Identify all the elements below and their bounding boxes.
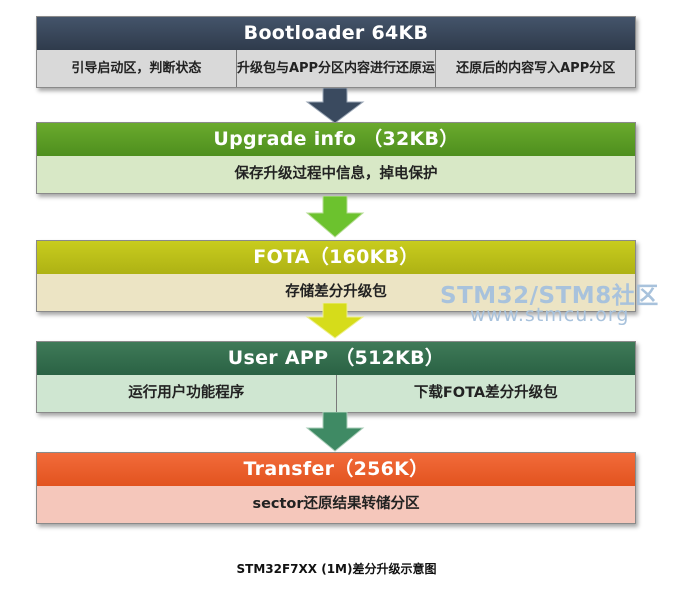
bootloader-title: Bootloader 64KB [37,17,635,50]
user-app-title: User APP （512KB） [37,342,635,375]
arrow-down-icon [305,88,365,124]
transfer-desc: sector还原结果转储分区 [37,486,635,523]
watermark-community: STM32/STM8社区 [440,283,659,309]
bootloader-block: Bootloader 64KB 引导启动区，判断状态 升级包与APP分区内容进行… [36,16,636,113]
upgrade-info-desc: 保存升级过程中信息，掉电保护 [37,156,635,193]
user-app-cells: 运行用户功能程序 下载FOTA差分升级包 [37,375,635,412]
bootloader-cell-restore: 升级包与APP分区内容进行还原运算 [235,50,436,113]
bootloader-cell-write: 还原后的内容写入APP分区 [435,50,635,87]
user-app-cell-run: 运行用户功能程序 [128,385,245,401]
arrow-down-icon [305,412,365,452]
figure-caption: STM32F7XX (1M)差分升级示意图 [236,562,437,576]
upgrade-info-block: Upgrade info （32KB） 保存升级过程中信息，掉电保护 [36,122,636,194]
user-app-cell-download: 下载FOTA差分升级包 [335,375,636,412]
watermark-url: www.stmcu.org [470,304,630,326]
arrow-down-icon [305,196,365,238]
bootloader-cell-boot: 引导启动区，判断状态 [71,61,202,76]
transfer-block: Transfer（256K） sector还原结果转储分区 [36,452,636,524]
fota-block: FOTA（160KB） 存储差分升级包 [36,240,636,312]
fota-title: FOTA（160KB） [37,241,635,274]
user-app-block: User APP （512KB） 运行用户功能程序 下载FOTA差分升级包 [36,341,636,413]
bootloader-cells: 引导启动区，判断状态 升级包与APP分区内容进行还原运算 还原后的内容写入APP… [37,50,635,113]
arrow-down-icon [305,303,365,339]
transfer-title: Transfer（256K） [37,453,635,486]
upgrade-info-title: Upgrade info （32KB） [37,123,635,156]
